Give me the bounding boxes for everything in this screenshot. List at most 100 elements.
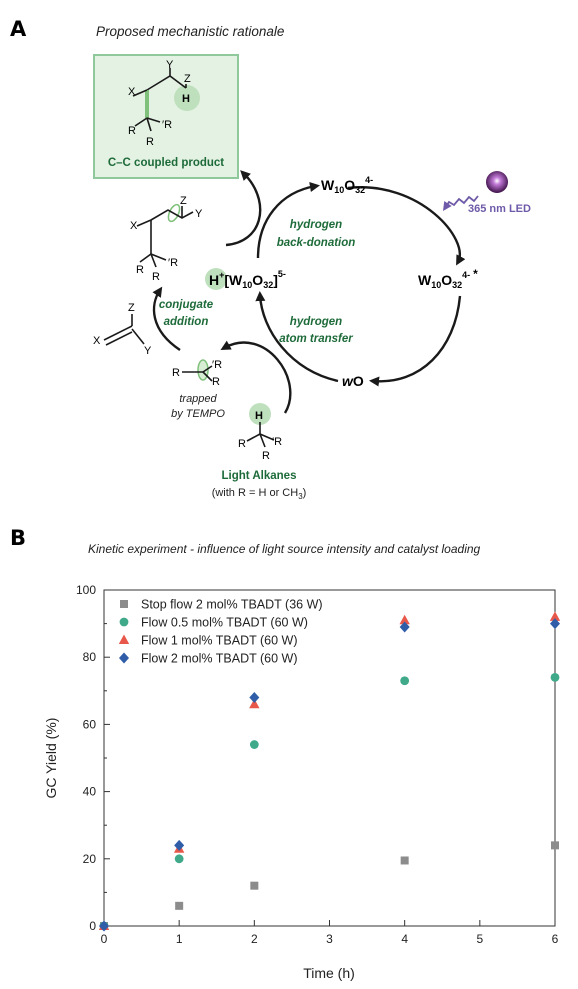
- with-r-label: (with R = H or CH3): [212, 487, 307, 501]
- x-axis-label: Time (h): [303, 965, 355, 981]
- series-4: [99, 618, 560, 932]
- data-point: [99, 920, 109, 932]
- alkene-atom-x: X: [93, 335, 101, 347]
- legend-label: Flow 1 mol% TBADT (60 W): [141, 634, 298, 648]
- trapped-label-1: trapped: [179, 393, 217, 405]
- y-tick-label: 20: [83, 852, 97, 866]
- data-point: [174, 839, 185, 851]
- svg-text:wO: wO: [342, 373, 364, 389]
- data-point: [549, 611, 561, 621]
- panel-a-title: Proposed mechanistic rationale: [96, 24, 284, 39]
- species-ground-state: W10O324-: [321, 175, 373, 195]
- led-source: 365 nm LED: [443, 171, 531, 215]
- label-conjugate-2: addition: [164, 316, 209, 328]
- arrow-back-donation: [256, 182, 320, 259]
- svg-text:H+[W10O32]5-: H+[W10O32]5-: [209, 269, 286, 290]
- product-box: X Y Z H R ′R R C–C coupled product: [93, 54, 239, 179]
- led-bulb-icon: [486, 171, 508, 193]
- legend-marker: [119, 617, 129, 627]
- panel-a-letter: A: [10, 17, 27, 41]
- arrow-to-wo: [368, 295, 462, 387]
- legend-marker: [119, 652, 129, 664]
- legend-label: Stop flow 2 mol% TBADT (36 W): [141, 598, 323, 612]
- adduct-atom-r3: R: [152, 271, 160, 283]
- data-point: [399, 621, 410, 633]
- x-tick-label: 1: [176, 932, 183, 946]
- arrow-excitation: [347, 186, 466, 266]
- y-tick-label: 0: [89, 919, 96, 933]
- series-1: [100, 841, 559, 930]
- data-point: [551, 841, 559, 850]
- product-label: C–C coupled product: [108, 157, 224, 169]
- product-atom-r3: R: [146, 136, 154, 148]
- product-atom-z: Z: [184, 73, 191, 85]
- data-point: [174, 854, 184, 864]
- y-tick-label: 100: [76, 583, 96, 597]
- adduct-atom-r2: ′R: [168, 257, 178, 269]
- reduced-h-highlight: [205, 268, 227, 290]
- y-tick-label: 60: [83, 717, 97, 731]
- legend-label: Flow 2 mol% TBADT (60 W): [141, 652, 298, 666]
- radical-atom-r2: ′R: [212, 359, 222, 371]
- adduct-atom-z: Z: [180, 195, 187, 207]
- alkene: X Z Y: [93, 302, 152, 357]
- x-tick-label: 6: [552, 932, 559, 946]
- label-back-donation-1: hydrogen: [290, 219, 342, 231]
- alkane-atom-h: H: [255, 410, 263, 422]
- y-tick-label: 80: [83, 650, 97, 664]
- species-wo: wO: [342, 373, 364, 389]
- led-label: 365 nm LED: [468, 203, 531, 215]
- alkyl-radical: R ′R R trapped by TEMPO: [171, 359, 225, 420]
- data-point: [249, 698, 260, 709]
- x-tick-label: 3: [326, 932, 333, 946]
- x-tick-label: 4: [401, 932, 408, 946]
- panel-b-letter: B: [10, 526, 26, 550]
- alkene-atom-z: Z: [128, 302, 135, 314]
- product-atom-h: H: [182, 93, 190, 105]
- panel-b: B Kinetic experiment - influence of ligh…: [10, 526, 561, 981]
- product-atom-x: X: [128, 86, 136, 98]
- light-alkanes-label: Light Alkanes: [222, 470, 297, 482]
- product-atom-r1: R: [128, 125, 136, 137]
- data-point: [400, 676, 410, 686]
- data-point: [175, 901, 184, 910]
- data-point: [249, 692, 260, 704]
- radical-atom-r3: R: [212, 376, 220, 388]
- svg-text:W10O324-*: W10O324-*: [418, 267, 478, 290]
- data-point: [399, 614, 410, 625]
- legend-marker: [120, 600, 128, 608]
- arrow-conjugate-addition: [152, 286, 181, 351]
- label-hat-1: hydrogen: [290, 316, 342, 328]
- adduct-atom-x: X: [130, 220, 138, 232]
- adduct-atom-r1: R: [136, 264, 144, 276]
- label-hat-2: atom transfer: [279, 333, 353, 345]
- data-point: [550, 672, 560, 682]
- legend-label: Flow 0.5 mol% TBADT (60 W): [141, 616, 308, 630]
- alkene-atom-y: Y: [144, 345, 152, 357]
- y-tick-label: 40: [83, 785, 97, 799]
- data-point: [550, 618, 560, 630]
- product-atom-y: Y: [166, 59, 174, 71]
- radical-atom-r1: R: [172, 367, 180, 379]
- chart-legend: Stop flow 2 mol% TBADT (36 W) Flow 0.5 mo…: [118, 598, 323, 666]
- svg-text:W10O324-: W10O324-: [321, 175, 373, 195]
- product-box-frame: [93, 54, 239, 179]
- product-h-highlight: [174, 85, 200, 111]
- alkane-atom-r3: R: [262, 450, 270, 462]
- y-axis-label: GC Yield (%): [43, 718, 59, 799]
- light-alkane: H R ′R R Light Alkanes (with R = H or CH…: [212, 403, 307, 501]
- legend-marker: [118, 634, 130, 644]
- light-wave-icon: [443, 195, 479, 211]
- label-back-donation-2: back-donation: [277, 237, 356, 249]
- panel-a: A Proposed mechanistic rationale X Y Z H…: [10, 17, 531, 501]
- x-tick-label: 5: [476, 932, 483, 946]
- alkane-atom-r1: R: [238, 438, 246, 450]
- data-point: [400, 856, 409, 865]
- data-point: [250, 881, 259, 890]
- alkane-h-highlight: [249, 403, 271, 425]
- trapped-label-2: by TEMPO: [171, 408, 225, 420]
- x-tick-label: 0: [101, 932, 108, 946]
- label-conjugate-1: conjugate: [159, 299, 214, 311]
